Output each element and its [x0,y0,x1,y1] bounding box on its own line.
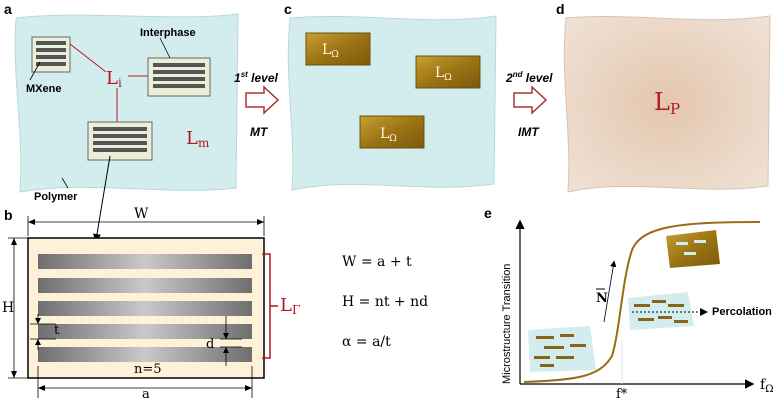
mt-label: MT [250,125,269,139]
homogenized-flake: LΩ [415,55,481,89]
homogenized-flake: LΩ [305,32,371,66]
lg-label: LΓ [280,295,300,317]
effective-composite [563,15,771,193]
hollow-arrow-icon [513,85,548,115]
second-level-label: 2nd level [505,70,553,85]
panel-b-label: b [4,207,13,223]
first-level-label: 1st level [234,70,279,85]
polymer-label: Polymer [34,191,78,203]
mxene-flake [31,36,71,73]
a-label: a [142,387,150,400]
w-label: W [134,206,149,222]
panel-d: d LP [556,1,771,193]
svg-text:LΩ: LΩ [380,126,397,144]
li-label: Li [106,68,122,90]
panel-d-label: d [556,1,565,17]
panel-e-label: e [484,205,492,221]
dispersed-state [528,326,596,372]
svg-text:LΩ: LΩ [435,65,452,83]
hollow-arrow-icon [245,85,280,115]
mxene-layer [38,278,252,293]
panel-a: a Li Int [4,1,239,242]
t-label: t [54,323,60,338]
panel-e: e Microstructure Transition fΩ f* N [484,205,773,400]
lp-label: LP [654,88,680,118]
arrow-first-level: 1st level MT [234,70,280,139]
interphase-label: Interphase [140,27,196,39]
imt-label: IMT [518,125,540,139]
mxene-layer [38,301,252,316]
d-label: d [206,337,214,352]
h-label: H [2,300,14,316]
panel-a-label: a [4,1,12,17]
equation-alpha: α = a/t [342,334,391,350]
mxene-flake [147,57,211,97]
saturated-state [666,230,720,268]
x-axis-label: fΩ [760,377,773,395]
mxene-layer [38,347,252,362]
panel-c-label: c [284,1,292,17]
svg-text:LΩ: LΩ [322,42,339,60]
homogenized-flake: LΩ [359,115,425,149]
transition-curve [523,221,761,383]
y-axis-label: Microstructure Transition [501,264,513,384]
lm-label: Lm [186,128,210,150]
n-label: n=5 [134,362,162,377]
mxene-flake [87,121,153,161]
n-bar-label: N [596,291,608,306]
lg-bracket [262,253,278,359]
mxene-layer [38,324,252,339]
equation-w: W = a + t [342,254,412,270]
percolation-state [628,292,708,330]
mxene-label: MXene [26,83,61,95]
fstar-label: f* [616,387,628,400]
panel-c: c LΩ LΩ LΩ [284,1,497,191]
panel-b: b W H t [2,206,428,400]
arrow-second-level: 2nd level IMT [505,70,553,139]
equation-h: H = nt + nd [342,294,428,310]
mxene-layer [38,254,252,269]
percolation-label: Percolation [712,306,772,318]
